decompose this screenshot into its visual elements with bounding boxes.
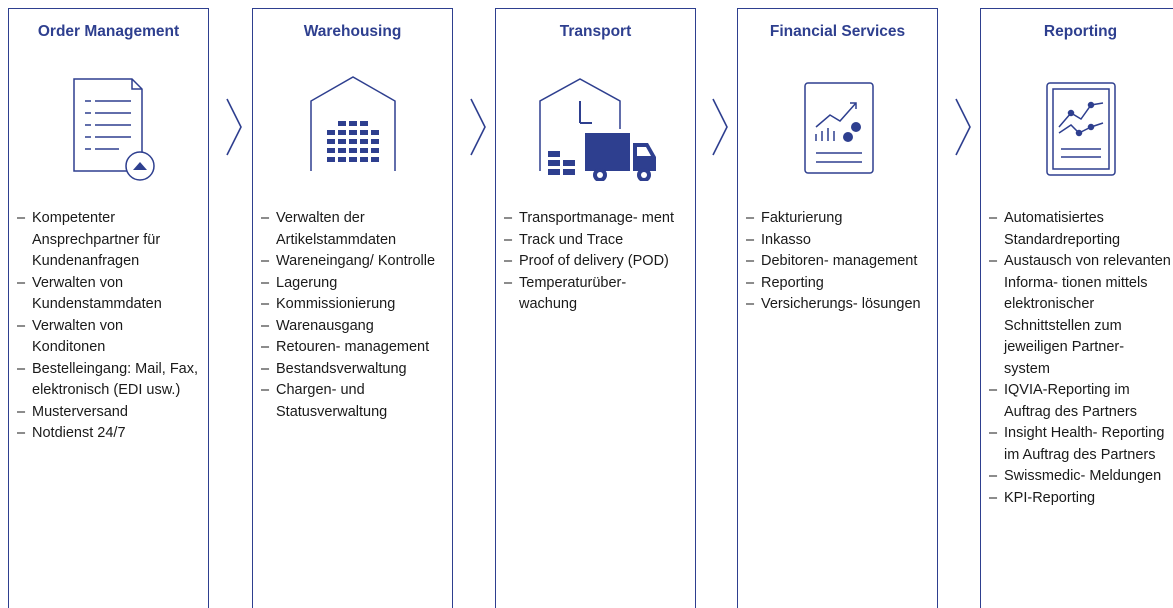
list-item: Bestelleingang: Mail, Fax, elektronisch … [17, 359, 200, 402]
list-item: Automatisiertes Standardreporting [989, 208, 1172, 251]
column-transport: Transport Transportmanage- ment Track un… [495, 8, 696, 608]
list-item: Retouren- management [261, 337, 444, 359]
column-title: Transport [559, 23, 632, 40]
list-item: Verwalten von Kundenstammdaten [17, 273, 200, 316]
chevron-right-icon [226, 98, 242, 156]
column-title: Order Management [37, 23, 180, 40]
list-item: Insight Health- Reporting im Auftrag des… [989, 423, 1172, 466]
list-item: Kommissionierung [261, 294, 444, 316]
column-title: Reporting [1043, 23, 1118, 40]
list-item: Chargen- und Statusverwaltung [261, 380, 444, 423]
list-item: Verwalten der Artikelstammdaten [261, 208, 444, 251]
list-item: Transportmanage- ment [504, 208, 687, 230]
list-item: Musterversand [17, 402, 200, 424]
column-order-management: Order Management Kompetenter Ansprechpar… [8, 8, 209, 608]
list-item: Warenausgang [261, 316, 444, 338]
list-item: Debitoren- management [746, 251, 929, 273]
chevron-right-icon [955, 98, 971, 156]
task-list: Fakturierung Inkasso Debitoren- manageme… [746, 208, 929, 316]
warehouse-icon [253, 71, 452, 181]
task-list: Kompetenter Ansprechpartner für Kundenan… [17, 208, 200, 445]
list-item: Reporting [746, 273, 929, 295]
list-item: Track und Trace [504, 230, 687, 252]
list-item: Bestandsverwaltung [261, 359, 444, 381]
column-warehousing: Warehousing Verwalten der Artikelstammda… [252, 8, 453, 608]
list-item: Fakturierung [746, 208, 929, 230]
list-item: Temperaturüber- wachung [504, 273, 687, 316]
column-title: Financial Services [769, 23, 906, 40]
list-item: Proof of delivery (POD) [504, 251, 687, 273]
list-item: Versicherungs- lösungen [746, 294, 929, 316]
list-item: Inkasso [746, 230, 929, 252]
list-item: IQVIA-Reporting im Auftrag des Partners [989, 380, 1172, 423]
financial-report-icon [738, 71, 937, 181]
list-item: Swissmedic- Meldungen [989, 466, 1172, 488]
task-list: Automatisiertes Standardreporting Austau… [989, 208, 1172, 509]
column-financial-services: Financial Services Fakturierung Inkasso … [737, 8, 938, 608]
chevron-right-icon [470, 98, 486, 156]
list-item: KPI-Reporting [989, 488, 1172, 510]
column-reporting: Reporting Automatisiertes Standardreport… [980, 8, 1173, 608]
list-item: Austausch von relevanten Informa- tionen… [989, 251, 1172, 380]
list-item: Lagerung [261, 273, 444, 295]
list-item: Kompetenter Ansprechpartner für Kundenan… [17, 208, 200, 273]
list-item: Wareneingang/ Kontrolle [261, 251, 444, 273]
task-list: Transportmanage- ment Track und Trace Pr… [504, 208, 687, 316]
list-item: Notdienst 24/7 [17, 423, 200, 445]
chevron-right-icon [712, 98, 728, 156]
list-item: Verwalten von Konditonen [17, 316, 200, 359]
column-title: Warehousing [303, 23, 402, 40]
order-document-icon [9, 71, 208, 181]
truck-icon [496, 71, 695, 181]
line-chart-report-icon [981, 71, 1173, 181]
task-list: Verwalten der Artikelstammdaten Warenein… [261, 208, 444, 423]
